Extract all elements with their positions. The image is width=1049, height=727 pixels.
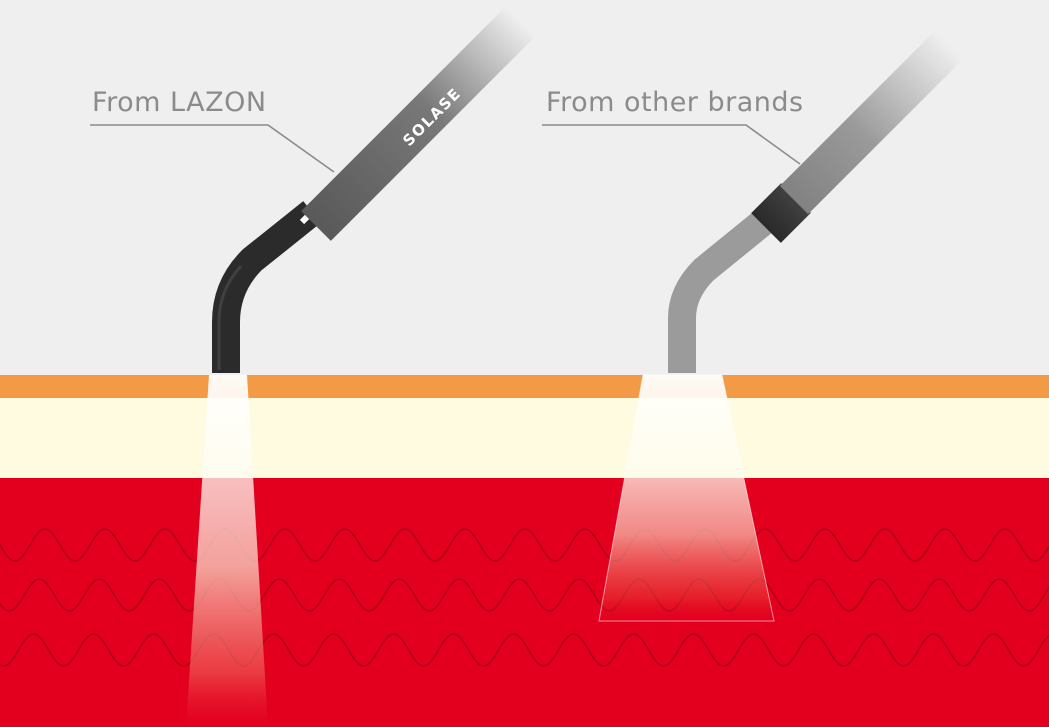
right-laser-beam-outline <box>598 374 775 622</box>
other-brand-handpiece-body <box>779 0 1005 215</box>
lazon-handpiece: SOLASE <box>212 0 555 373</box>
other-brand-fiber-tip <box>668 207 777 373</box>
right-callout-label: From other brands <box>546 87 804 118</box>
lazon-handpiece-body <box>301 0 555 241</box>
left-callout-leader-line <box>90 124 335 173</box>
other-brand-collar <box>751 183 811 243</box>
soft-tissue-layer <box>0 398 1049 478</box>
left-callout-label: From LAZON <box>92 87 267 118</box>
right-callout: From other brands <box>542 87 804 165</box>
other-brand-handpiece <box>668 0 1005 373</box>
blood-wave-line <box>0 633 1049 667</box>
blood-layer <box>0 478 1049 727</box>
left-laser-beam <box>186 375 268 727</box>
right-callout-leader-line <box>542 124 801 165</box>
gum-layer <box>0 375 1049 398</box>
blood-wave-lines <box>0 528 1049 667</box>
blood-wave-line <box>0 578 1049 612</box>
blood-wave-line <box>0 528 1049 562</box>
right-laser-beam <box>599 375 774 621</box>
left-callout: From LAZON <box>90 87 335 173</box>
lazon-tip-highlight <box>217 264 243 370</box>
lazon-fiber-tip <box>212 201 321 373</box>
